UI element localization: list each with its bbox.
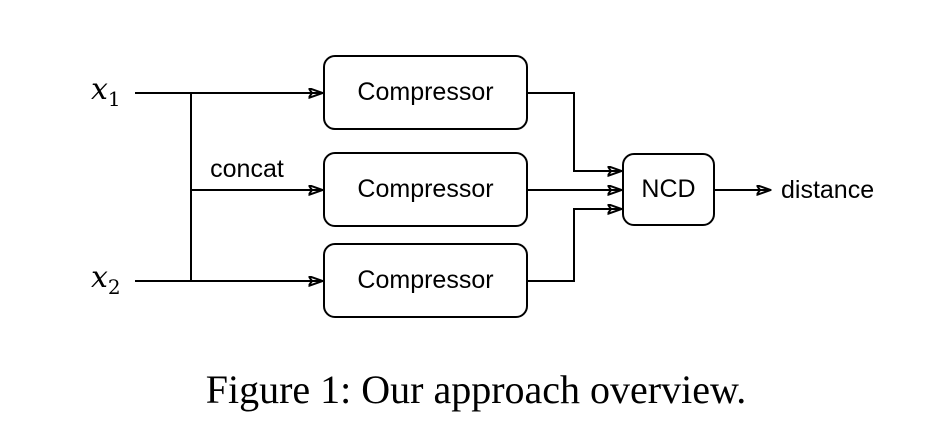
node-compressor-middle: Compressor (323, 152, 528, 227)
wire-compressor-top-to-ncd (528, 92, 621, 171)
input-label-x1: x1 (91, 72, 121, 109)
input-x2-var: x (91, 260, 108, 295)
input-x1-subscript: 1 (107, 87, 121, 111)
input-label-x2: x2 (91, 260, 121, 297)
input-x1-var: x (91, 72, 108, 107)
node-compressor-top: Compressor (323, 55, 528, 130)
node-compressor-bottom: Compressor (323, 243, 528, 318)
wire-compressor-bottom-to-ncd (528, 209, 621, 282)
edge-label-concat: concat (210, 155, 284, 183)
node-compressor-bottom-label: Compressor (357, 266, 494, 294)
node-ncd: NCD (622, 153, 715, 226)
input-x2-subscript: 2 (107, 275, 121, 299)
figure-caption: Figure 1: Our approach overview. (205, 367, 747, 412)
node-compressor-middle-label: Compressor (357, 175, 494, 203)
node-ncd-label: NCD (641, 175, 696, 203)
output-label-distance: distance (781, 176, 875, 204)
node-compressor-top-label: Compressor (357, 78, 494, 106)
